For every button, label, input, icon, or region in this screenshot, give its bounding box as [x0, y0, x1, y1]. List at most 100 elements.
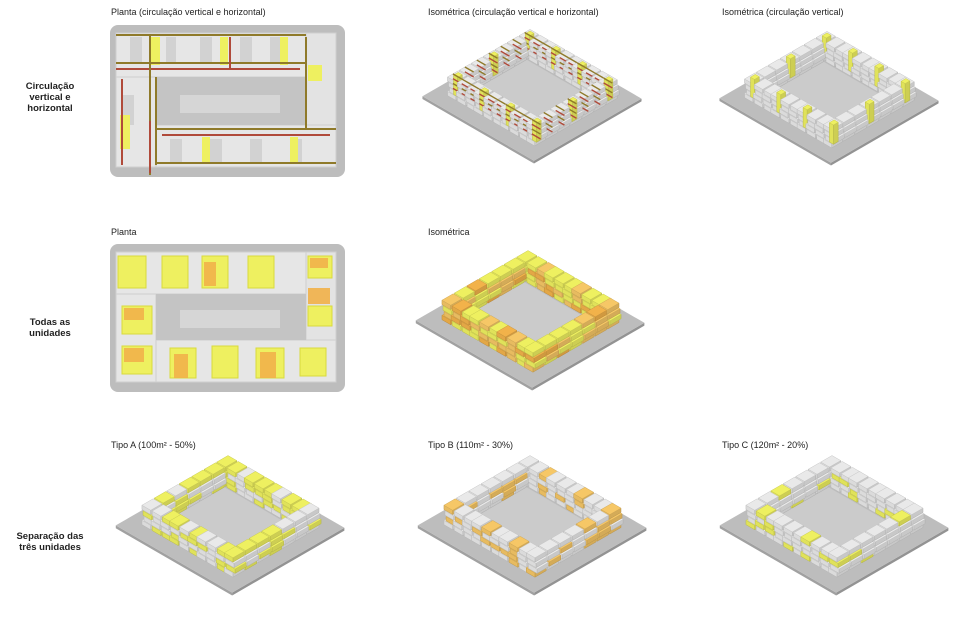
module-top	[553, 271, 575, 285]
corridor-line	[603, 77, 613, 84]
vertical-core-front	[829, 122, 834, 145]
module-top	[498, 530, 520, 543]
module-top	[851, 51, 872, 64]
corridor-line	[478, 88, 489, 95]
module-top	[550, 531, 572, 544]
module-top	[503, 257, 525, 270]
module-top	[830, 461, 852, 474]
corridor-line	[470, 83, 480, 90]
module-top	[151, 504, 173, 517]
module-top	[800, 530, 822, 543]
module-top	[168, 514, 190, 527]
module-top	[441, 293, 463, 306]
module-top	[563, 524, 585, 537]
vertical-core-top	[874, 63, 885, 69]
module-top	[451, 299, 473, 312]
corridor-line	[533, 36, 543, 44]
module-top	[455, 491, 477, 504]
module-top	[807, 462, 829, 475]
corridor-line	[496, 98, 506, 105]
base-edge	[415, 320, 533, 391]
vertical-core-top	[864, 98, 875, 105]
corridor-line	[476, 64, 486, 71]
module-top	[286, 509, 308, 523]
module-top	[877, 517, 899, 530]
module-top	[791, 44, 812, 57]
row-label-line: três unidades	[19, 542, 81, 553]
corridor-line	[452, 73, 463, 80]
module-top	[588, 509, 610, 523]
iso-all-units	[410, 240, 645, 415]
corridor-line	[531, 128, 541, 135]
iso-type-c-drawing	[719, 455, 949, 596]
plan-circulation-drawing	[110, 25, 345, 177]
module-top	[782, 476, 804, 489]
corridor-line	[603, 82, 613, 89]
module-top	[561, 319, 583, 332]
vertical-core-side	[904, 80, 911, 104]
module-top	[236, 538, 258, 551]
vertical-core-top	[776, 89, 787, 95]
vertical-core-top	[802, 104, 813, 111]
caption-type-a: Tipo A (100m² - 50%)	[111, 440, 196, 450]
module-top	[890, 509, 912, 523]
corridor-line	[487, 93, 498, 100]
corridor-line	[541, 41, 552, 49]
corridor-line	[505, 103, 515, 110]
corridor-line	[594, 72, 604, 79]
base-edge	[532, 322, 645, 391]
base-edge	[533, 98, 642, 164]
module-top	[253, 476, 275, 490]
module-top	[598, 297, 620, 310]
module-top	[470, 514, 492, 527]
corridor-line	[555, 109, 565, 117]
corridor-line	[555, 105, 565, 112]
module-top	[755, 65, 777, 78]
corridor-line	[567, 98, 577, 105]
module-top	[772, 514, 794, 527]
corridor-line	[488, 57, 498, 64]
caption-plan-circulation: Planta (circulação vertical e horizontal…	[111, 7, 266, 17]
module-top	[545, 471, 567, 484]
module-top	[480, 476, 502, 489]
module-top	[581, 287, 603, 300]
module-top	[271, 486, 293, 500]
module-top	[516, 250, 538, 263]
module-top	[767, 58, 789, 71]
module-top	[875, 486, 897, 500]
vertical-core-top	[785, 53, 796, 60]
module-top	[902, 502, 924, 515]
caption-type-c: Tipo C (120m² - 20%)	[722, 440, 809, 450]
module-top	[508, 536, 530, 549]
plan-circulation	[110, 25, 345, 177]
module-top	[528, 461, 550, 474]
module-top	[196, 530, 218, 543]
row-label-line: horizontal	[27, 103, 73, 114]
base-edge	[836, 527, 949, 596]
vertical-core-top	[750, 74, 760, 80]
module-top	[493, 469, 515, 482]
module-top	[478, 271, 500, 284]
corridor-line	[543, 116, 553, 124]
corridor-line	[591, 89, 601, 96]
corridor-line	[531, 118, 541, 126]
iso-type-a	[108, 455, 348, 630]
module-top	[586, 304, 608, 318]
module-top	[834, 111, 855, 123]
vertical-core-top	[900, 78, 911, 84]
module-top	[573, 486, 595, 500]
module-top	[491, 264, 513, 277]
module-top	[453, 286, 475, 299]
base-edge	[115, 525, 233, 596]
module-top	[518, 455, 540, 468]
module-top	[825, 36, 846, 49]
module-top	[536, 333, 558, 346]
module-top	[857, 476, 879, 490]
module-top	[298, 502, 320, 515]
module-top	[847, 471, 869, 484]
row-label-line: unidades	[29, 328, 71, 339]
module-top	[538, 538, 560, 551]
vertical-core-side	[868, 101, 875, 125]
vertical-core-top	[828, 119, 839, 126]
vertical-core-top	[821, 32, 832, 39]
